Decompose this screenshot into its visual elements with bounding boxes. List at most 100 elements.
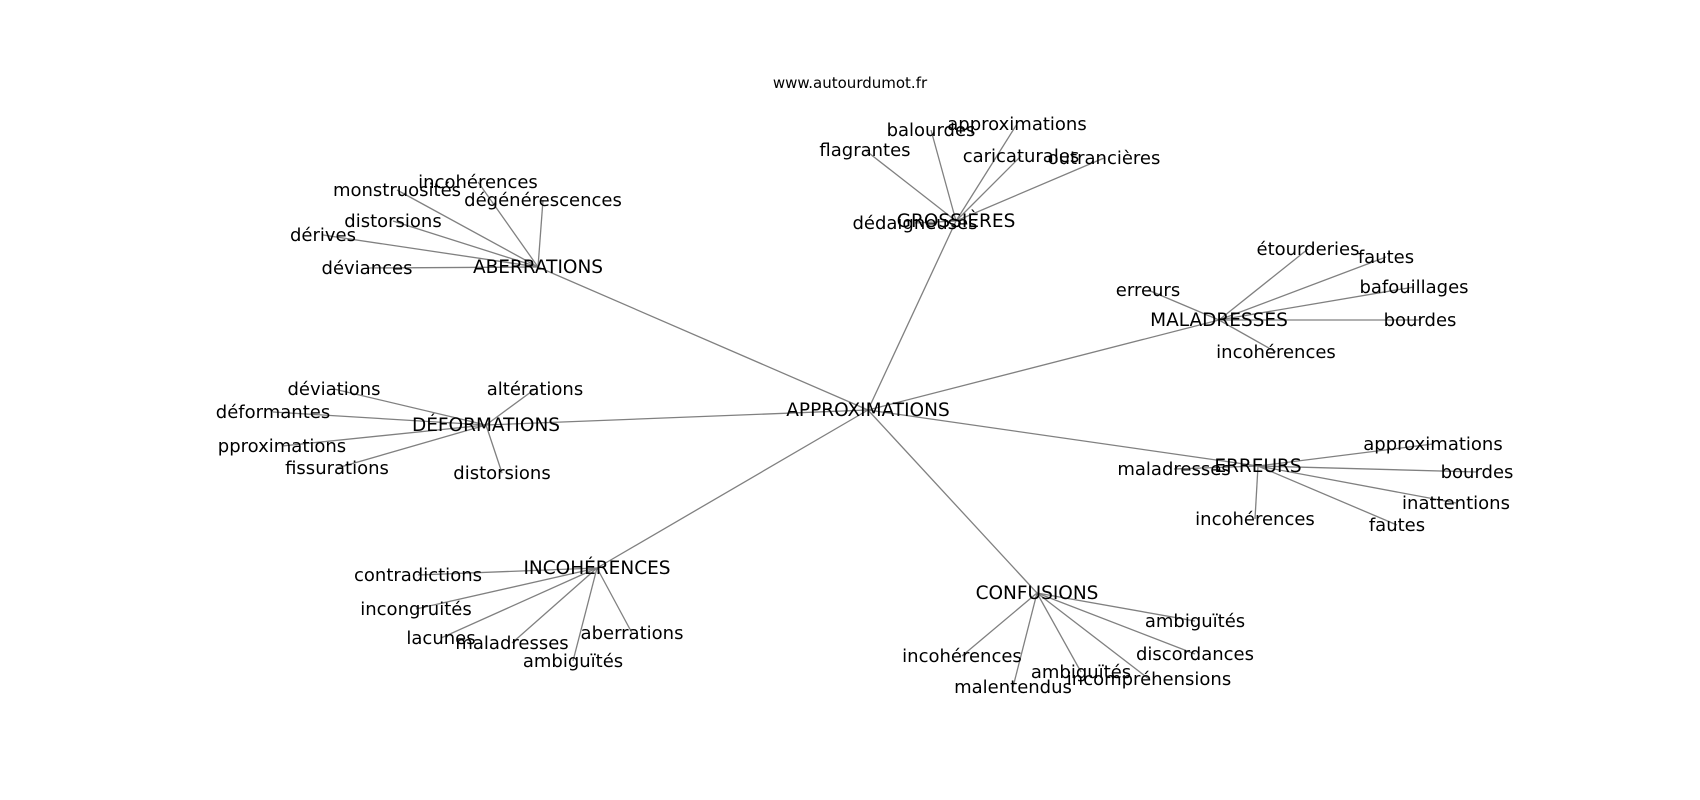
word-node-label[interactable]: monstruosités	[333, 180, 461, 201]
word-node-label[interactable]: aberrations	[581, 623, 684, 644]
edge-hub-to-word	[511, 567, 598, 644]
word-node-label[interactable]: fissurations	[285, 458, 389, 479]
edge-hub-to-word	[1036, 592, 1150, 680]
edge-center-to-hub	[867, 409, 1038, 594]
edge-hub-to-word	[1036, 592, 1082, 673]
edge-hub-to-word	[1036, 592, 1196, 655]
word-node-label[interactable]: incongruités	[360, 599, 471, 620]
edge-hub-to-word	[477, 181, 539, 268]
word-node-label[interactable]: incompréhensions	[1067, 669, 1231, 690]
edge-hub-to-word	[537, 199, 544, 268]
edge-hub-to-word	[333, 388, 487, 426]
word-node-label[interactable]: malentendus	[954, 677, 1072, 698]
word-node-label[interactable]: balourdes	[887, 120, 976, 141]
edge-hub-to-word	[955, 123, 1018, 222]
edge-hub-to-word	[485, 424, 503, 474]
hub-node-label[interactable]: GROSSIÈRES	[897, 210, 1016, 232]
site-url[interactable]: www.autourdumot.fr	[773, 74, 928, 92]
edge-hub-to-word	[955, 157, 1105, 222]
edge-hub-to-word	[1218, 248, 1309, 321]
edge-hub-to-word	[572, 567, 598, 662]
word-node-label[interactable]: contradictions	[354, 565, 482, 586]
word-node-label[interactable]: outrancières	[1048, 148, 1161, 169]
word-node-label[interactable]: discordances	[1136, 644, 1254, 665]
word-node-label[interactable]: incohérences	[902, 646, 1022, 667]
edge-hub-to-word	[1257, 443, 1434, 467]
graph-edges	[272, 123, 1478, 688]
edge-hub-to-word	[914, 220, 957, 224]
word-node-label[interactable]: ambiguïtés	[1145, 611, 1245, 632]
edge-hub-to-word	[392, 220, 539, 268]
edge-center-to-hub	[867, 409, 1259, 467]
word-node-label[interactable]: étourderies	[1257, 239, 1360, 260]
edge-center-to-hub	[537, 266, 869, 411]
edge-hub-to-word	[396, 189, 539, 268]
hub-node-label[interactable]: ABERRATIONS	[473, 257, 603, 278]
edge-hub-to-word	[1218, 256, 1387, 321]
word-node-label[interactable]: flagrantes	[819, 140, 910, 161]
word-node-label[interactable]: bafouillages	[1359, 277, 1468, 298]
edge-hub-to-word	[272, 411, 487, 426]
word-node-label[interactable]: dédaigneuses	[852, 213, 977, 234]
word-node-label[interactable]: incohérences	[418, 172, 538, 193]
edge-hub-to-word	[1257, 465, 1478, 473]
edge-hub-to-word	[417, 567, 598, 576]
word-node-label[interactable]: erreurs	[1116, 280, 1180, 301]
edge-hub-to-word	[322, 234, 539, 268]
word-node-label[interactable]: pproximations	[218, 436, 346, 457]
edge-center-to-hub	[485, 409, 869, 426]
word-node-label[interactable]: ambiguïtés	[1031, 662, 1131, 683]
word-node-label[interactable]: fautes	[1369, 515, 1425, 536]
edge-center-to-hub	[867, 319, 1220, 411]
edge-hub-to-word	[596, 567, 633, 634]
word-node-label[interactable]: bourdes	[1441, 462, 1514, 483]
hub-node-label[interactable]: ERREURS	[1214, 456, 1301, 477]
word-node-label[interactable]: altérations	[487, 379, 583, 400]
word-node-label[interactable]: distorsions	[453, 463, 550, 484]
edge-hub-to-word	[1254, 465, 1259, 520]
edge-hub-to-word	[864, 149, 957, 222]
edge-hub-to-word	[1147, 289, 1220, 321]
word-node-label[interactable]: distorsions	[344, 211, 441, 232]
word-node-label[interactable]: fautes	[1358, 247, 1414, 268]
edge-hub-to-word	[1012, 592, 1038, 688]
word-node-label[interactable]: déformantes	[216, 402, 330, 423]
word-node-label[interactable]: déviances	[322, 258, 413, 279]
word-node-label[interactable]: incohérences	[1195, 509, 1315, 530]
edge-hub-to-word	[336, 424, 487, 469]
hub-node-label[interactable]: CONFUSIONS	[976, 583, 1099, 604]
word-node-label[interactable]: incohérences	[1216, 342, 1336, 363]
edge-center-to-hub	[867, 220, 957, 411]
word-node-label[interactable]: déviations	[287, 379, 380, 400]
edge-center-to-hub	[596, 409, 869, 569]
word-node-label[interactable]: inattentions	[1402, 493, 1510, 514]
edge-hub-to-word	[1257, 465, 1457, 504]
word-node-label[interactable]: ambiguïtés	[523, 651, 623, 672]
hub-node-label[interactable]: INCOHÉRENCES	[523, 557, 670, 579]
word-node-label[interactable]: dégénérescences	[464, 190, 622, 211]
edge-hub-to-word	[930, 129, 957, 222]
hub-node-label[interactable]: DÉFORMATIONS	[412, 414, 560, 436]
edge-hub-to-word	[1036, 592, 1196, 622]
word-node-label[interactable]: caricaturales	[963, 146, 1080, 167]
word-node-label[interactable]: approximations	[1363, 434, 1502, 455]
word-node-label[interactable]: maladresses	[1117, 459, 1230, 480]
edge-hub-to-word	[955, 155, 1022, 222]
hub-node-label[interactable]: MALADRESSES	[1150, 310, 1288, 331]
word-node-label[interactable]: maladresses	[455, 633, 568, 654]
center-node-label[interactable]: APPROXIMATIONS	[786, 400, 949, 421]
edge-hub-to-word	[1218, 286, 1415, 321]
edge-hub-to-word	[440, 567, 598, 639]
edge-hub-to-word	[1173, 465, 1259, 470]
edge-hub-to-word	[366, 266, 539, 269]
edge-hub-to-word	[961, 592, 1038, 657]
edge-hub-to-word	[485, 388, 536, 426]
edge-hub-to-word	[415, 567, 598, 610]
word-node-label[interactable]: lacunes	[406, 628, 475, 649]
edge-hub-to-word	[281, 424, 487, 447]
word-node-label[interactable]: bourdes	[1384, 310, 1457, 331]
word-node-label[interactable]: approximations	[947, 114, 1086, 135]
graph-labels: www.autourdumot.fr APPROXIMATIONS incohér…	[216, 74, 1514, 698]
word-node-label[interactable]: dérives	[290, 225, 356, 246]
